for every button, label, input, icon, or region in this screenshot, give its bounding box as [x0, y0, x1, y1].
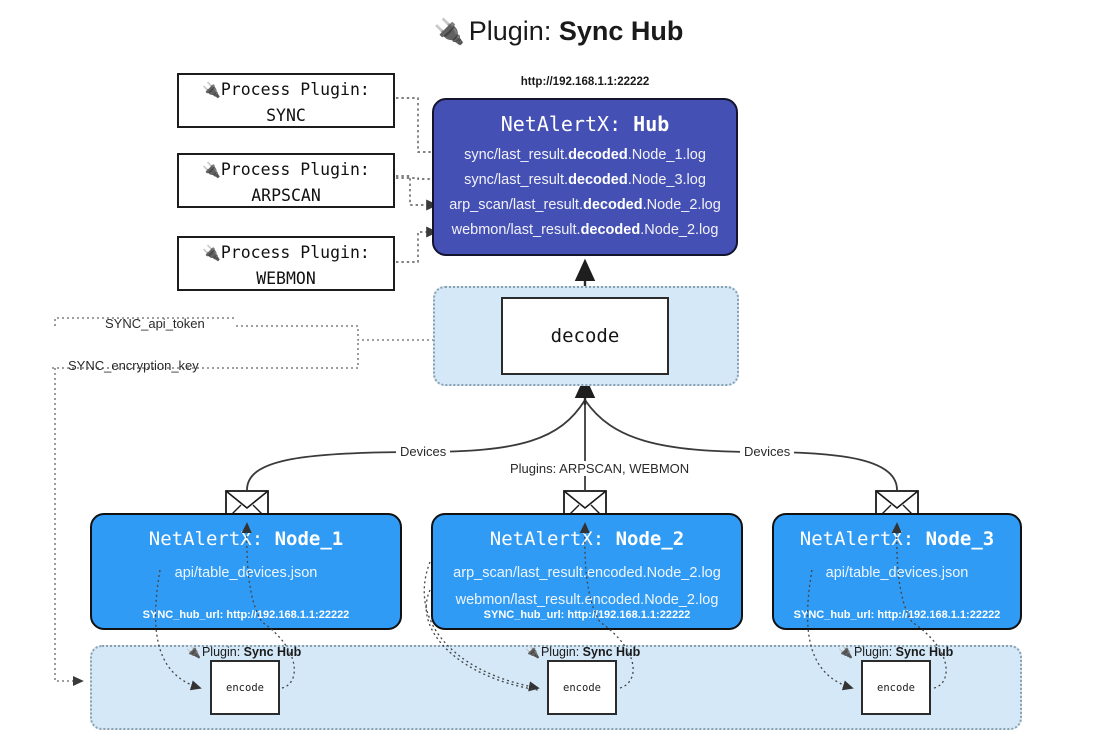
devices-label-left: Devices [396, 444, 451, 459]
hub-url-label: http://192.168.1.1:22222 [520, 76, 650, 88]
hub-log-rows: sync/last_result.decoded.Node_1.log sync… [434, 143, 736, 243]
process-plugin-webmon[interactable]: 🔌Process Plugin: WEBMON [177, 236, 395, 291]
encode-box-node1[interactable]: encode [210, 660, 280, 715]
node-hub-url: SYNC_hub_url: http://192.168.1.1:22222 [483, 609, 691, 621]
node-title: NetAlertX: Node_3 [799, 528, 995, 550]
plugin-tag-node3: 🔌Plugin: Sync Hub [838, 645, 954, 659]
process-plugin-arpscan[interactable]: 🔌Process Plugin: ARPSCAN [177, 153, 395, 208]
process-plugin-name: WEBMON [256, 269, 316, 288]
process-plugin-label: Process Plugin: [220, 243, 370, 262]
process-plugin-name: SYNC [266, 106, 306, 125]
hub-log-row: sync/last_result.decoded.Node_1.log [464, 147, 706, 163]
plugin-tag-node1: 🔌Plugin: Sync Hub [186, 645, 302, 659]
node-title: NetAlertX: Node_2 [489, 528, 685, 550]
node-line: arp_scan/last_result.encoded.Node_2.log [453, 565, 721, 581]
plug-icon: 🔌 [186, 645, 201, 659]
node-line: api/table_devices.json [825, 565, 969, 581]
plug-icon: 🔌 [433, 18, 465, 46]
title-name: Sync Hub [558, 16, 684, 46]
plugins-label-center: Plugins: ARPSCAN, WEBMON [506, 461, 694, 476]
hub-title: NetAlertX: Hub [434, 112, 736, 136]
page-title: 🔌Plugin: Sync Hub [0, 16, 1117, 47]
hub-title-prefix: NetAlertX: [500, 112, 622, 136]
plug-icon: 🔌 [202, 82, 221, 99]
node-lines: arp_scan/last_result.encoded.Node_2.log … [433, 560, 741, 614]
node-hub-url: SYNC_hub_url: http://192.168.1.1:22222 [142, 609, 350, 621]
plug-icon: 🔌 [202, 162, 221, 179]
sync-encryption-key-label: SYNC_encryption_key [68, 358, 199, 373]
process-plugin-label: Process Plugin: [220, 80, 370, 99]
sync-api-token-label: SYNC_api_token [105, 316, 205, 331]
process-plugin-name: ARPSCAN [251, 186, 321, 205]
hub-title-name: Hub [633, 112, 670, 136]
devices-label-right: Devices [740, 444, 795, 459]
plug-icon: 🔌 [202, 245, 221, 262]
title-prefix: Plugin: [468, 16, 552, 46]
encode-box-node2[interactable]: encode [547, 660, 617, 715]
plugin-tag-node2: 🔌Plugin: Sync Hub [525, 645, 641, 659]
plug-icon: 🔌 [838, 645, 853, 659]
node-box-node2[interactable]: NetAlertX: Node_2 arp_scan/last_result.e… [431, 513, 743, 630]
hub-log-row: webmon/last_result.decoded.Node_2.log [451, 222, 719, 238]
hub-log-row: sync/last_result.decoded.Node_3.log [464, 172, 706, 188]
node-hub-url: SYNC_hub_url: http://192.168.1.1:22222 [793, 609, 1001, 621]
node-box-node3[interactable]: NetAlertX: Node_3 api/table_devices.json… [772, 513, 1022, 630]
process-plugin-sync[interactable]: 🔌Process Plugin: SYNC [177, 73, 395, 128]
process-plugin-label: Process Plugin: [220, 160, 370, 179]
node-lines: api/table_devices.json [92, 560, 400, 587]
node-box-node1[interactable]: NetAlertX: Node_1 api/table_devices.json… [90, 513, 402, 630]
node-title: NetAlertX: Node_1 [148, 528, 344, 550]
plug-icon: 🔌 [525, 645, 540, 659]
node-lines: api/table_devices.json [774, 560, 1020, 587]
node-line: api/table_devices.json [174, 565, 318, 581]
hub-log-row: arp_scan/last_result.decoded.Node_2.log [449, 197, 721, 213]
encode-box-node3[interactable]: encode [861, 660, 931, 715]
decode-box[interactable]: decode [501, 297, 669, 375]
hub-box[interactable]: NetAlertX: Hub sync/last_result.decoded.… [432, 98, 738, 256]
